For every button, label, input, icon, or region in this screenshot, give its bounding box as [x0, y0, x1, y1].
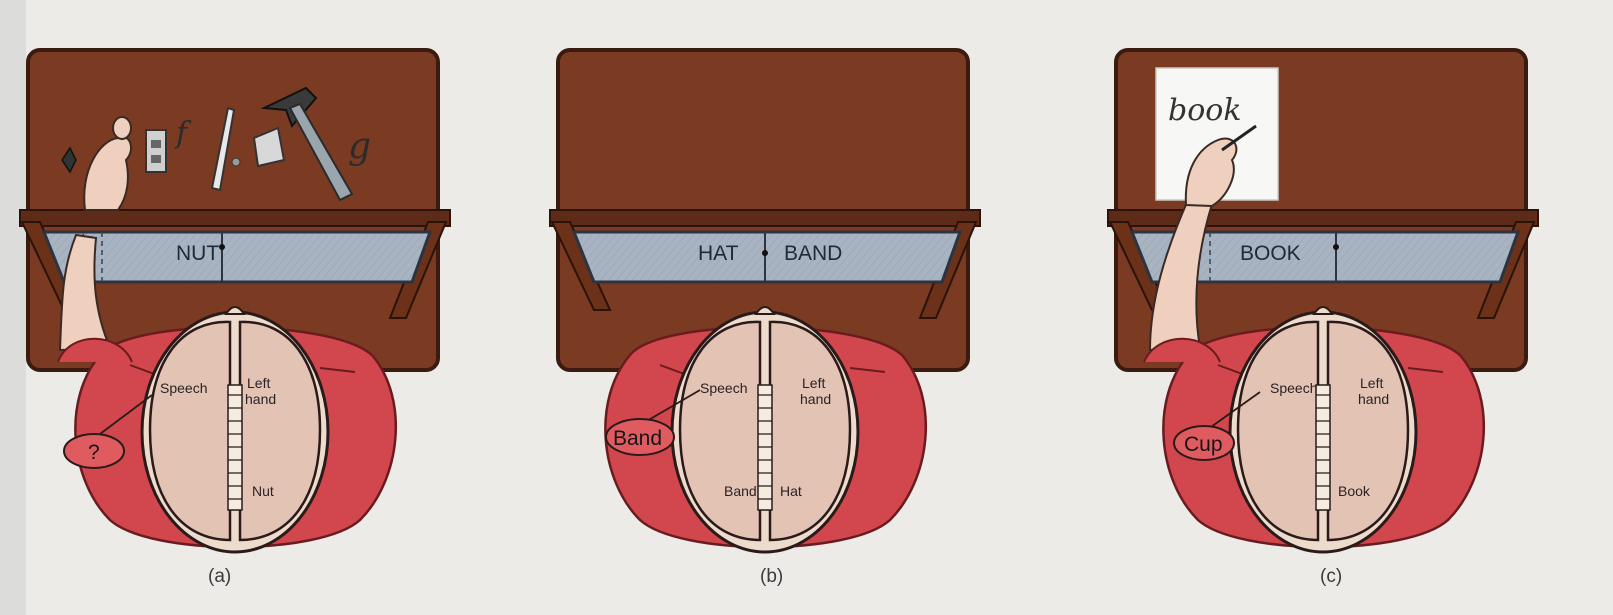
- screen-word: BOOK: [1240, 242, 1301, 265]
- brain-label-speech: Speech: [1270, 380, 1317, 396]
- panel-c: BOOK book Speech Left hand Book Cup (c): [1108, 50, 1538, 587]
- callout-text: Band: [613, 427, 662, 450]
- screen-word-right: BAND: [784, 242, 842, 265]
- letter-g: g: [348, 126, 371, 167]
- blocks: [146, 130, 166, 172]
- brain-label-speech: Speech: [160, 380, 207, 396]
- callout-text: Cup: [1184, 433, 1223, 456]
- screen-word-left: HAT: [698, 242, 739, 265]
- panel-a: NUT f g Speech Left hand Nut: [20, 50, 450, 587]
- panel-caption: (b): [760, 566, 783, 587]
- brain-label-left-hand: Left hand: [1358, 375, 1389, 407]
- brain-label-right-bottom: Book: [1338, 483, 1371, 499]
- panel-caption: (a): [208, 566, 231, 587]
- scan-shadow: [0, 0, 26, 615]
- fixation-dot: [219, 244, 225, 250]
- brain-label-speech: Speech: [700, 380, 747, 396]
- brain-label-left-hand: Left hand: [245, 375, 276, 407]
- fixation-dot: [1333, 244, 1339, 250]
- handwriting: book: [1168, 93, 1242, 128]
- panel-caption: (c): [1320, 566, 1342, 587]
- fixation-dot: [762, 250, 768, 256]
- brain-label-right-bottom: Hat: [780, 483, 802, 499]
- callout-text: ?: [88, 441, 100, 464]
- screen-word: NUT: [176, 242, 219, 265]
- panel-b: HAT BAND Speech Left hand Band Hat Band …: [550, 50, 980, 587]
- brain-label-right-bottom: Nut: [252, 483, 274, 499]
- brain-label-left-bottom: Band: [724, 483, 757, 499]
- brain-label-left-hand: Left hand: [800, 375, 831, 407]
